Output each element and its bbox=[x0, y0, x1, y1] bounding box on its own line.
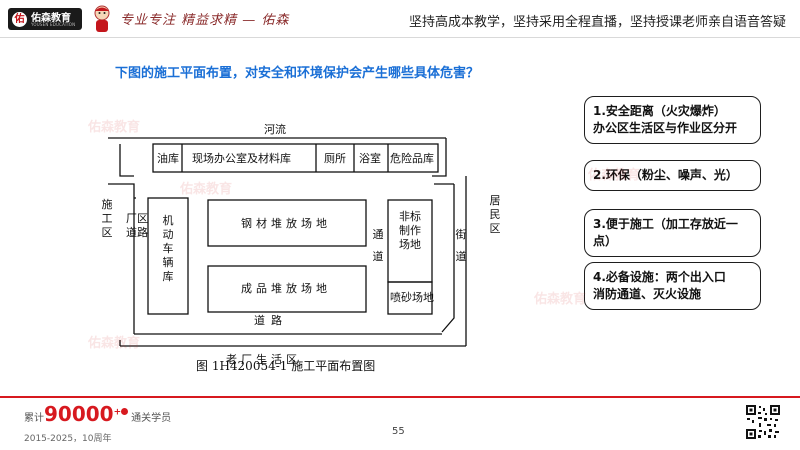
answer-box-1: 1.安全距离（火灾爆炸） 办公区生活区与作业区分开 bbox=[584, 96, 761, 144]
slogan-script: 专业专注 精益求精 — 佑森 bbox=[120, 13, 290, 28]
toilet-label: 厕所 bbox=[324, 152, 346, 165]
passage-label: 通道 bbox=[372, 228, 384, 263]
footer-years: 2015-2025，10周年 bbox=[24, 434, 112, 444]
street-label: 街道 bbox=[455, 228, 467, 263]
old-living-area-label: 老厂生活区 bbox=[226, 353, 301, 366]
steel-yard-label: 钢材堆放场地 bbox=[241, 217, 331, 230]
answer-1-line1: 1.安全距离（火灾爆炸） bbox=[593, 104, 726, 118]
footer-stat: 累计90000+ 通关学员 bbox=[24, 402, 171, 426]
stat-suffix: 通关学员 bbox=[131, 413, 172, 424]
watermark: 佑森教育 bbox=[534, 292, 587, 307]
answer-2-line1: 2.环保（粉尘、噪声、光） bbox=[593, 168, 738, 182]
sandblast-label: 喷砂场地 bbox=[390, 291, 434, 304]
diagram-lines bbox=[108, 137, 467, 347]
factory-road-label: 厂区道路 bbox=[126, 212, 148, 239]
construction-area-label: 施工区 bbox=[101, 198, 113, 239]
road-label: 道路 bbox=[254, 314, 288, 327]
answer-1-line2: 办公区生活区与作业区分开 bbox=[593, 121, 738, 135]
oil-store-label: 油库 bbox=[157, 152, 179, 165]
logo-subtext: YOUSEN EDUCATION bbox=[31, 22, 76, 27]
answer-3-line1: 3.便于施工（加工存放近一点） bbox=[593, 217, 738, 248]
answer-box-2: 2.环保（粉尘、噪声、光） bbox=[584, 160, 761, 191]
qr-code-icon[interactable] bbox=[745, 404, 781, 440]
brand-logo: 佑 佑森教育 YOUSEN EDUCATION bbox=[8, 8, 82, 30]
logo-text: 佑森教育 bbox=[31, 13, 71, 24]
footer-divider bbox=[0, 396, 800, 398]
stat-plus: + bbox=[113, 407, 122, 418]
hazmat-label: 危险品库 bbox=[390, 152, 434, 165]
check-badge-icon bbox=[121, 407, 129, 415]
watermark: 佑森教育 bbox=[588, 168, 641, 183]
residential-label: 居民区 bbox=[489, 194, 501, 235]
answer-box-4: 4.必备设施：两个出入口 消防通道、灭火设施 bbox=[584, 262, 761, 310]
logo-emblem-icon: 佑 bbox=[12, 11, 27, 27]
question-title: 下图的施工平面布置，对安全和环境保护会产生哪些具体危害？ bbox=[115, 66, 480, 81]
diagram-caption: 图 1H420054-1 施工平面布置图 bbox=[196, 359, 376, 373]
office-label: 现场办公室及材料库 bbox=[192, 152, 291, 165]
bathroom-label: 浴室 bbox=[359, 152, 381, 165]
stat-prefix: 累计 bbox=[24, 413, 44, 424]
page-number: 55 bbox=[392, 426, 405, 437]
product-yard-label: 成品堆放场地 bbox=[241, 282, 331, 295]
site-layout-diagram: 河流 油库 现场办公室及材料库 厕所 浴室 危险品库 施工区 厂区道路 机动车辆… bbox=[96, 96, 524, 378]
answer-4-line2: 消防通道、灭火设施 bbox=[593, 287, 702, 301]
river-label: 河流 bbox=[264, 123, 286, 136]
watermark: 佑森教育 bbox=[180, 182, 233, 197]
answer-box-3: 3.便于施工（加工存放近一点） bbox=[584, 209, 761, 257]
mascot-icon bbox=[94, 5, 110, 32]
stat-number: 90000 bbox=[44, 402, 114, 426]
watermark: 佑森教育 bbox=[88, 120, 141, 135]
watermark: 佑森教育 bbox=[88, 336, 141, 351]
nonstandard-label: 非标制作场地 bbox=[399, 210, 421, 251]
answer-4-line1: 4.必备设施：两个出入口 bbox=[593, 270, 726, 284]
vehicle-depot-label: 机动车辆库 bbox=[162, 214, 174, 283]
top-header: 佑 佑森教育 YOUSEN EDUCATION 专业专注 精益求精 — 佑森 坚… bbox=[0, 0, 800, 38]
header-slogan: 坚持高成本教学，坚持采用全程直播，坚持授课老师亲自语音答疑 bbox=[408, 15, 786, 30]
